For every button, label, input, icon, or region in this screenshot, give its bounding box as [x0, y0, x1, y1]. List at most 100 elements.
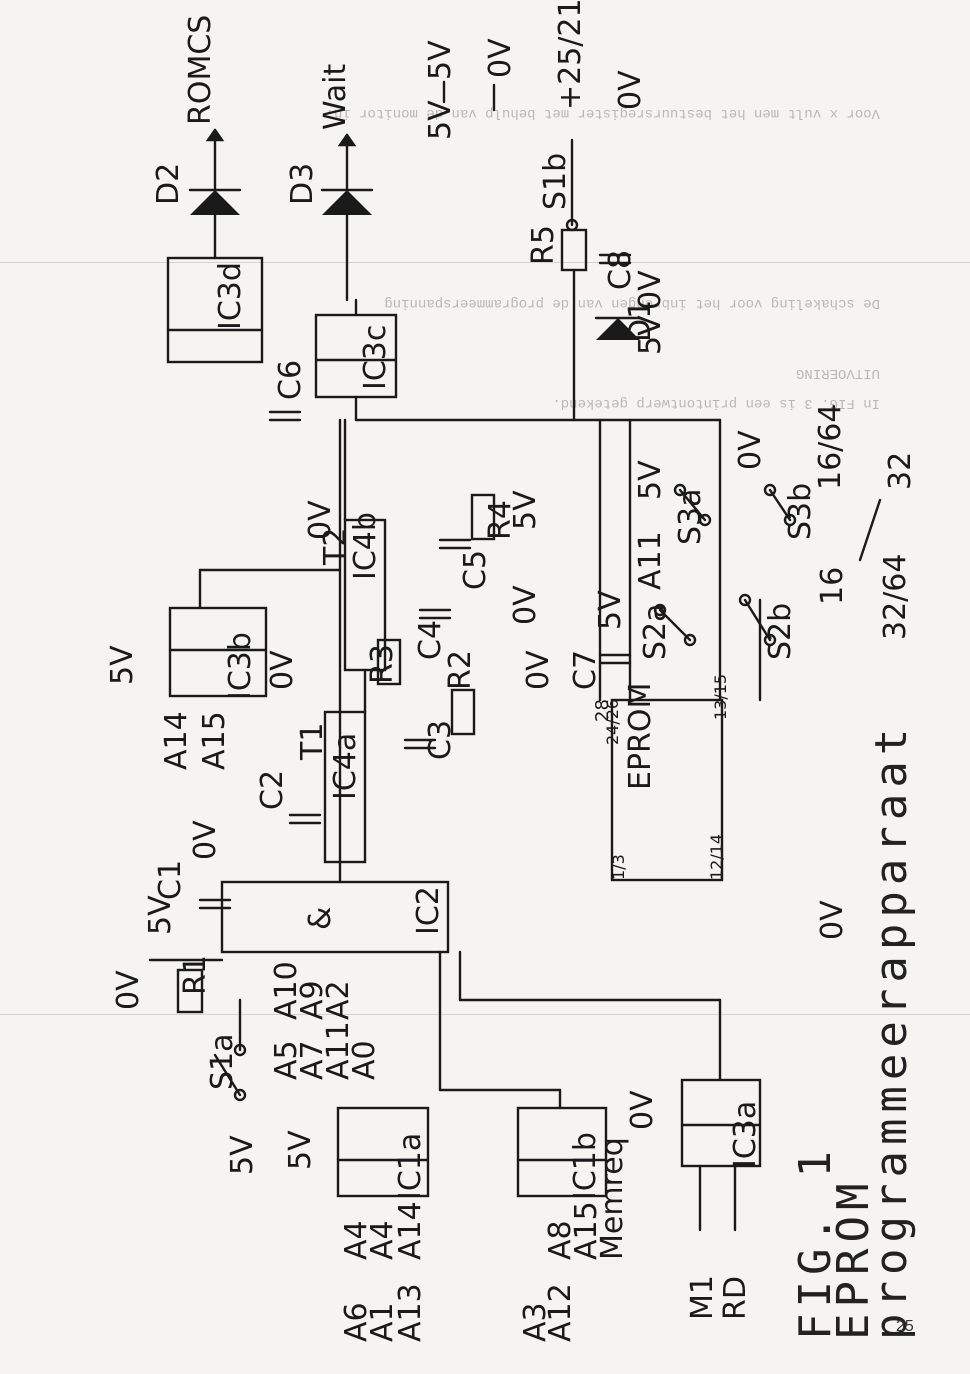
ic1a-a1-label: A1: [365, 1302, 400, 1342]
d1-diode: [596, 318, 640, 340]
ic1a-gate: IC1a: [336, 1106, 430, 1200]
ic1a-a14-label: A14: [393, 1201, 428, 1260]
ic1b-a12-label: A12: [543, 1283, 578, 1342]
ic2-and-symbol: &: [303, 907, 338, 930]
ic2-a10-label: A10: [269, 961, 304, 1020]
supply-5v-label-2: 5V: [423, 40, 458, 80]
ic2-a11-label: A11: [321, 1021, 356, 1080]
c1-label: C1: [153, 860, 188, 900]
ic1b-0v-label: 0V: [625, 1090, 660, 1130]
ic1a-label: IC1a: [393, 1133, 428, 1200]
s2b-label: S2b: [763, 603, 798, 660]
page-number: 25: [896, 1318, 914, 1335]
ic2-a2-label: A2: [321, 980, 356, 1020]
memreq-label: Memreq: [595, 1137, 630, 1260]
ic3b-label: IC3b: [223, 632, 258, 700]
romcs-label: ROMCS: [183, 15, 218, 125]
t2-label: T2: [318, 528, 353, 566]
r2-label: R2: [443, 650, 478, 690]
c8-label: C8: [603, 250, 638, 290]
pin-1-3-label: 1/3: [609, 854, 628, 880]
d2-diode: [190, 190, 240, 215]
bleed-through-text: Voor x vult men het bestuursregister met…: [326, 105, 881, 411]
c1-0v-label: 0V: [188, 820, 223, 860]
supply-5v-label: 5V: [423, 100, 458, 140]
bleed-text-3: UITVOERING: [796, 365, 880, 381]
d1-0v-label: 0V: [633, 270, 668, 310]
ic1b-label: IC1b: [568, 1132, 603, 1200]
ic1b-a3-label: A3: [518, 1302, 553, 1342]
eprom-0v-label: 0V: [815, 900, 850, 940]
s1a-label: S1a: [205, 1033, 240, 1090]
pin-28-label: 28: [592, 699, 613, 722]
r3-resistor: [376, 638, 402, 686]
ic2-a5-label: A5: [269, 1040, 304, 1080]
switch-5v-label: 5V: [633, 460, 668, 500]
ic3b-a14-label: A14: [159, 711, 194, 770]
c1-5v-label: 5V: [143, 895, 178, 935]
c5-label: C5: [458, 550, 493, 590]
c7-0v-label: 0V: [521, 650, 556, 690]
ic4a-timer: IC4a T1: [295, 710, 367, 864]
r2-resistor: [450, 688, 476, 736]
ic2-a7-label: A7: [295, 1040, 330, 1080]
bleed-text-1: Voor x vult men het bestuursregister met…: [326, 105, 881, 121]
pin-12-14-label: 12/14: [707, 834, 726, 880]
ic3b-0v-label: 0V: [265, 650, 300, 690]
r3-label: R3: [365, 644, 400, 684]
sel-32-64-label: 32/64: [878, 554, 913, 640]
ic4a-label: IC4a: [328, 733, 363, 800]
ic3d-gate: IC3d: [166, 256, 264, 364]
ic4b-label: IC4b: [348, 512, 383, 580]
switch-0v-label: 0V: [733, 430, 768, 470]
d1-label: D1: [623, 300, 658, 342]
r1-resistor: [176, 968, 204, 1014]
s1a-5v-label: 5V: [225, 1135, 260, 1175]
ic3c-gate: IC3c: [314, 313, 398, 399]
ic3c-label: IC3c: [358, 325, 393, 390]
d2-label: D2: [151, 163, 186, 205]
ic1a-a4b-label: A4: [365, 1220, 400, 1260]
sel-32-label: 32: [883, 452, 918, 490]
figure-caption: FIG. 1 EPROM programmeerapparaat: [790, 723, 917, 1340]
c2-label: C2: [255, 770, 290, 810]
ic1b-a15-label: A15: [569, 1201, 604, 1260]
ic3d-label: IC3d: [213, 262, 248, 330]
s2a-label: S2a: [638, 603, 673, 660]
d3-label: D3: [285, 163, 320, 205]
ic3a-gate: IC3a: [680, 1078, 763, 1168]
bleed-text-2: De schakeling voor het inbrengen van de …: [384, 295, 880, 311]
supply-0v-label-2: 0V: [613, 70, 648, 110]
fold-line-bottom: [0, 1014, 970, 1015]
r4-label: R4: [483, 500, 518, 540]
ic2-a0-label: A0: [347, 1040, 382, 1080]
caption-fig-label: FIG. 1: [790, 1145, 841, 1340]
ic1b-gate: IC1b: [516, 1106, 608, 1200]
ic1a-a13-label: A13: [393, 1283, 428, 1342]
d3-diode: [322, 190, 372, 215]
ic2-a9-label: A9: [295, 980, 330, 1020]
supply-0v-label: 0V: [483, 38, 518, 78]
c7-5v-label: 5V: [593, 590, 628, 630]
c4-label: C4: [413, 620, 448, 660]
s3b-label: S3b: [783, 483, 818, 540]
eprom-label: EPROM: [623, 683, 658, 790]
switch-a11-label: A11: [633, 531, 668, 590]
ic3b-a15-label: A15: [197, 711, 232, 770]
caption-title-label: EPROM: [828, 1178, 879, 1340]
c7-label: C7: [568, 650, 603, 690]
r4-5v-label: 5V: [508, 490, 543, 530]
fold-line-top: [0, 262, 970, 263]
pin-24-26-label: 24/26: [603, 699, 622, 745]
c6-label: C6: [273, 360, 308, 400]
wait-label: Wait: [318, 64, 353, 130]
r4-resistor: [470, 493, 496, 541]
ic3b-5v-label: 5V: [105, 645, 140, 685]
d1-5v-label: 5V: [633, 315, 668, 355]
s3a-label: S3a: [673, 488, 708, 545]
r5-resistor: [560, 228, 588, 272]
supply-prog-label: +25/21V: [553, 0, 588, 110]
eprom-socket: EPROM 24/26 13/15 12/14 1/3 28: [592, 674, 730, 882]
bleed-text-4: In FIG. 3 is een printontwerp getekend.: [552, 395, 880, 411]
